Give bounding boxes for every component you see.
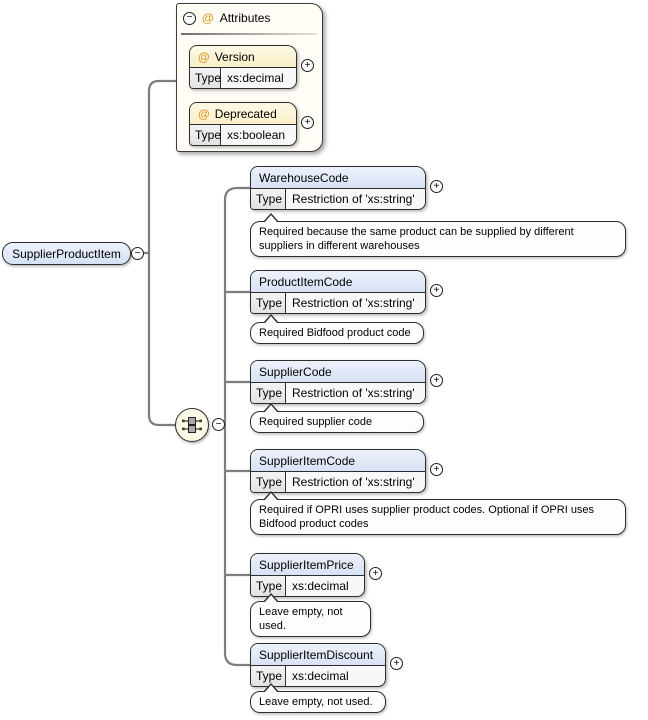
type-label: Type bbox=[251, 666, 286, 686]
collapse-icon[interactable]: − bbox=[183, 11, 196, 25]
type-label: Type bbox=[251, 383, 286, 403]
element-header[interactable]: SupplierItemPrice bbox=[251, 554, 364, 576]
type-value: Restriction of 'xs:string' bbox=[286, 472, 425, 492]
annotation-notch bbox=[263, 314, 279, 323]
element-supplieritemdiscount[interactable]: SupplierItemDiscount Type xs:decimal + bbox=[250, 643, 403, 687]
element-name: SupplierCode bbox=[259, 364, 332, 379]
annotation-bubble: Leave empty, not used. bbox=[250, 683, 386, 713]
element-type-row: Type Restriction of 'xs:string' bbox=[251, 472, 425, 492]
annotation-notch bbox=[263, 213, 279, 222]
attribute-at-icon: @ bbox=[198, 106, 210, 121]
annotation-bubble: Required Bidfood product code bbox=[250, 314, 424, 344]
element-type-row: Type Restriction of 'xs:string' bbox=[251, 383, 425, 403]
expand-icon[interactable]: + bbox=[430, 284, 443, 297]
annotation-bubble: Required if OPRI uses supplier product c… bbox=[250, 491, 626, 535]
expand-icon[interactable]: + bbox=[301, 116, 314, 129]
element-warehousecode[interactable]: WarehouseCode Type Restriction of 'xs:st… bbox=[250, 166, 443, 210]
annotation-bubble: Leave empty, not used. bbox=[250, 593, 371, 637]
attribute-name: Deprecated bbox=[214, 106, 277, 121]
expand-icon[interactable]: + bbox=[430, 374, 443, 387]
element-name: WarehouseCode bbox=[259, 170, 349, 185]
element-header[interactable]: ProductItemCode bbox=[251, 271, 425, 293]
annotation-bubble: Required because the same product can be… bbox=[250, 213, 626, 257]
type-label: Type bbox=[190, 68, 221, 88]
annotation-text: Required Bidfood product code bbox=[259, 327, 411, 339]
sequence-compositor-icon[interactable] bbox=[175, 408, 209, 442]
attribute-header[interactable]: @ Version bbox=[190, 46, 296, 68]
expand-icon[interactable]: + bbox=[301, 59, 314, 72]
element-type-row: Type xs:decimal bbox=[251, 666, 385, 686]
attribute-at-icon: @ bbox=[202, 11, 214, 25]
element-productitemcode[interactable]: ProductItemCode Type Restriction of 'xs:… bbox=[250, 270, 443, 314]
annotation-text: Required supplier code bbox=[259, 416, 373, 428]
type-value: xs:decimal bbox=[221, 68, 296, 88]
type-label: Type bbox=[251, 576, 286, 596]
attribute-at-icon: @ bbox=[198, 49, 210, 64]
type-label: Type bbox=[251, 472, 286, 492]
attributes-panel: − @ Attributes @ Version Type xs:decimal… bbox=[176, 3, 323, 152]
attributes-separator bbox=[181, 33, 317, 35]
element-name: SupplierItemPrice bbox=[259, 557, 354, 572]
type-value: Restriction of 'xs:string' bbox=[286, 189, 425, 209]
attribute-type-row: Type xs:boolean bbox=[190, 125, 296, 145]
element-type-row: Type Restriction of 'xs:string' bbox=[251, 293, 425, 313]
element-name: SupplierItemDiscount bbox=[259, 647, 374, 662]
attribute-name: Version bbox=[214, 49, 255, 64]
expand-icon[interactable]: + bbox=[430, 180, 443, 193]
annotation-notch bbox=[263, 491, 279, 500]
type-label: Type bbox=[190, 125, 221, 145]
annotation-text: Required if OPRI uses supplier product c… bbox=[259, 504, 595, 530]
annotation-text: Leave empty, not used. bbox=[259, 606, 343, 632]
annotation-text: Leave empty, not used. bbox=[259, 696, 373, 708]
element-header[interactable]: SupplierItemCode bbox=[251, 450, 425, 472]
collapse-icon[interactable]: − bbox=[131, 247, 144, 260]
type-value: xs:boolean bbox=[221, 125, 296, 145]
attribute-deprecated[interactable]: @ Deprecated Type xs:boolean + bbox=[189, 102, 314, 146]
element-header[interactable]: SupplierCode bbox=[251, 361, 425, 383]
annotation-text: Required because the same product can be… bbox=[259, 226, 574, 252]
sequence-icon bbox=[182, 417, 202, 433]
type-value: xs:decimal bbox=[286, 576, 364, 596]
element-header[interactable]: SupplierItemDiscount bbox=[251, 644, 385, 666]
element-suppliercode[interactable]: SupplierCode Type Restriction of 'xs:str… bbox=[250, 360, 443, 404]
attribute-version[interactable]: @ Version Type xs:decimal + bbox=[189, 45, 314, 89]
attributes-panel-header: − @ Attributes bbox=[183, 11, 270, 25]
element-name: ProductItemCode bbox=[259, 274, 353, 289]
annotation-notch bbox=[263, 683, 279, 692]
attributes-panel-title: Attributes bbox=[219, 11, 271, 25]
annotation-notch bbox=[263, 403, 279, 412]
element-type-row: Type Restriction of 'xs:string' bbox=[251, 189, 425, 209]
element-header[interactable]: WarehouseCode bbox=[251, 167, 425, 189]
type-label: Type bbox=[251, 293, 286, 313]
type-value: Restriction of 'xs:string' bbox=[286, 383, 425, 403]
annotation-notch bbox=[263, 593, 279, 602]
expand-icon[interactable]: + bbox=[430, 463, 443, 476]
annotation-bubble: Required supplier code bbox=[250, 403, 424, 433]
type-value: Restriction of 'xs:string' bbox=[286, 293, 425, 313]
element-name: SupplierItemCode bbox=[259, 453, 356, 468]
attribute-type-row: Type xs:decimal bbox=[190, 68, 296, 88]
attribute-header[interactable]: @ Deprecated bbox=[190, 103, 296, 125]
expand-icon[interactable]: + bbox=[369, 567, 382, 580]
expand-icon[interactable]: + bbox=[390, 657, 403, 670]
element-supplieritemcode[interactable]: SupplierItemCode Type Restriction of 'xs… bbox=[250, 449, 443, 493]
root-element-supplierproductitem[interactable]: SupplierProductItem bbox=[2, 242, 131, 265]
type-value: xs:decimal bbox=[286, 666, 385, 686]
type-label: Type bbox=[251, 189, 286, 209]
collapse-icon[interactable]: − bbox=[212, 418, 225, 431]
root-element-label: SupplierProductItem bbox=[12, 246, 121, 261]
element-type-row: Type xs:decimal bbox=[251, 576, 364, 596]
element-supplieritemprice[interactable]: SupplierItemPrice Type xs:decimal + bbox=[250, 553, 382, 597]
